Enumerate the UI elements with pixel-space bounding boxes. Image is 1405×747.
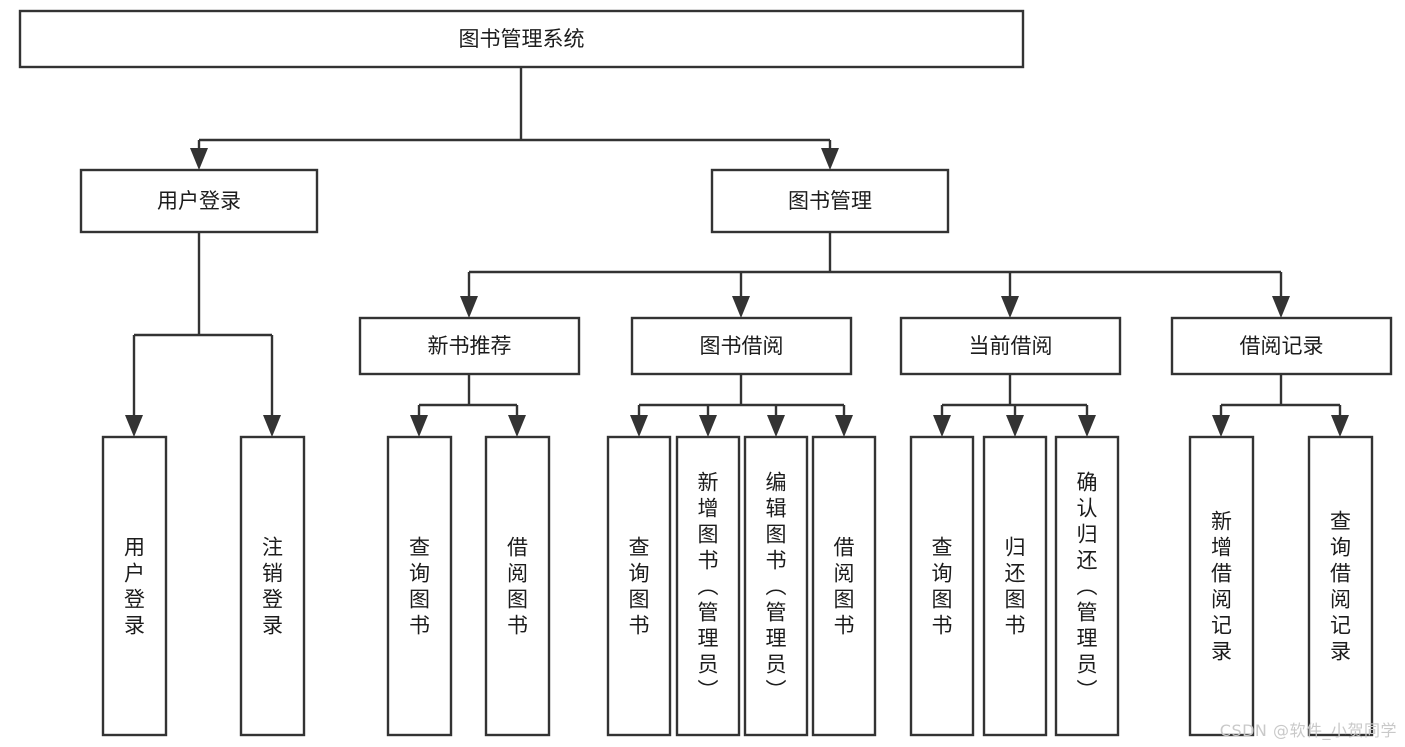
node-box[interactable]: [1170, 316, 1393, 376]
node-box[interactable]: [675, 435, 741, 737]
node-box[interactable]: [909, 435, 975, 737]
arrow-head-icon: [460, 296, 478, 318]
arrow-head-icon: [508, 415, 526, 437]
arrow-head-icon: [1001, 296, 1019, 318]
node-label: 注销登录: [262, 535, 283, 637]
node-box[interactable]: [101, 435, 168, 737]
arrow-head-icon: [1331, 415, 1349, 437]
node-label: 新增图书︵管理员︶: [698, 470, 719, 702]
connector-book-borrow-bus: [630, 374, 853, 437]
node-label: 查询图书: [629, 535, 650, 637]
node-box[interactable]: [899, 316, 1122, 376]
node-box[interactable]: [1307, 435, 1374, 737]
node-layer: 图书管理系统用户登录图书管理新书推荐图书借阅当前借阅借阅记录用户登录注销登录查询…: [18, 9, 1393, 737]
node-box[interactable]: [239, 435, 306, 737]
node-box[interactable]: [743, 435, 809, 737]
arrow-head-icon: [1272, 296, 1290, 318]
node-box[interactable]: [606, 435, 672, 737]
csdn-watermark: CSDN @软件_小贺同学: [1219, 721, 1397, 740]
arrow-head-icon: [630, 415, 648, 437]
arrow-head-icon: [125, 415, 143, 437]
arrow-head-icon: [190, 148, 208, 170]
node-leaf-leaf-user-login[interactable]: 用户登录: [101, 435, 168, 737]
node-label: 查询图书: [932, 535, 953, 637]
node-leaf-leaf-borrow-query-book[interactable]: 查询图书: [606, 435, 672, 737]
node-leaf-leaf-borrow-add-book[interactable]: 新增图书︵管理员︶: [675, 435, 741, 737]
node-box[interactable]: [79, 168, 319, 234]
node-label: 借阅图书: [834, 535, 855, 637]
connector-root-to-level1: [190, 67, 839, 170]
arrow-head-icon: [821, 148, 839, 170]
node-box[interactable]: [358, 316, 581, 376]
connector-level1-user-login: [125, 232, 281, 437]
node-label: 图书管理系统: [459, 27, 585, 51]
node-module-book-manage[interactable]: 图书管理: [710, 168, 950, 234]
node-label: 图书借阅: [700, 334, 784, 358]
node-submodule-borrow-record[interactable]: 借阅记录: [1170, 316, 1393, 376]
node-submodule-new-book-recommend[interactable]: 新书推荐: [358, 316, 581, 376]
node-label: 确认归还︵管理员︶: [1077, 470, 1098, 702]
node-leaf-leaf-cur-return-book[interactable]: 归还图书: [982, 435, 1048, 737]
arrow-head-icon: [263, 415, 281, 437]
node-box[interactable]: [811, 435, 877, 737]
node-label: 用户登录: [124, 535, 145, 637]
node-leaf-leaf-borrow-edit-book[interactable]: 编辑图书︵管理员︶: [743, 435, 809, 737]
arrow-head-icon: [732, 296, 750, 318]
node-box[interactable]: [1188, 435, 1255, 737]
node-box[interactable]: [18, 9, 1025, 69]
node-submodule-current-borrow[interactable]: 当前借阅: [899, 316, 1122, 376]
node-box[interactable]: [484, 435, 551, 737]
node-label: 图书管理: [788, 189, 872, 213]
node-leaf-leaf-cur-confirm-return[interactable]: 确认归还︵管理员︶: [1054, 435, 1120, 737]
node-submodule-book-borrow[interactable]: 图书借阅: [630, 316, 853, 376]
node-leaf-leaf-user-logout[interactable]: 注销登录: [239, 435, 306, 737]
node-leaf-leaf-rec-query-record[interactable]: 查询借阅记录: [1307, 435, 1374, 737]
arrow-head-icon: [699, 415, 717, 437]
node-label: 新书推荐: [428, 334, 512, 358]
node-label: 查询借阅记录: [1330, 509, 1351, 663]
node-label: 新增借阅记录: [1211, 509, 1232, 663]
arrow-head-icon: [1078, 415, 1096, 437]
node-leaf-leaf-cur-query-book[interactable]: 查询图书: [909, 435, 975, 737]
node-leaf-leaf-borrow-borrow-book[interactable]: 借阅图书: [811, 435, 877, 737]
arrow-head-icon: [835, 415, 853, 437]
node-box[interactable]: [630, 316, 853, 376]
node-box[interactable]: [1054, 435, 1120, 737]
node-label: 归还图书: [1005, 535, 1026, 637]
arrow-head-icon: [410, 415, 428, 437]
connector-layer: [125, 67, 1349, 437]
node-box[interactable]: [386, 435, 453, 737]
connector-book-manage-bus: [460, 232, 1290, 318]
node-label: 用户登录: [157, 189, 241, 213]
node-leaf-leaf-rec-add-record[interactable]: 新增借阅记录: [1188, 435, 1255, 737]
node-box[interactable]: [982, 435, 1048, 737]
node-leaf-leaf-rec-query-book[interactable]: 查询图书: [386, 435, 453, 737]
connector-new-book-recommend-bus: [410, 374, 526, 437]
node-root-system[interactable]: 图书管理系统: [18, 9, 1025, 69]
connector-current-borrow-bus: [933, 374, 1096, 437]
connector-borrow-record-bus: [1212, 374, 1349, 437]
node-label: 当前借阅: [969, 334, 1053, 358]
arrow-head-icon: [767, 415, 785, 437]
node-label: 借阅图书: [507, 535, 528, 637]
node-label: 编辑图书︵管理员︶: [766, 470, 787, 702]
arrow-head-icon: [1006, 415, 1024, 437]
node-leaf-leaf-rec-borrow-book[interactable]: 借阅图书: [484, 435, 551, 737]
node-box[interactable]: [710, 168, 950, 234]
arrow-head-icon: [1212, 415, 1230, 437]
node-module-user-login[interactable]: 用户登录: [79, 168, 319, 234]
node-label: 查询图书: [409, 535, 430, 637]
node-label: 借阅记录: [1240, 334, 1324, 358]
arrow-head-icon: [933, 415, 951, 437]
